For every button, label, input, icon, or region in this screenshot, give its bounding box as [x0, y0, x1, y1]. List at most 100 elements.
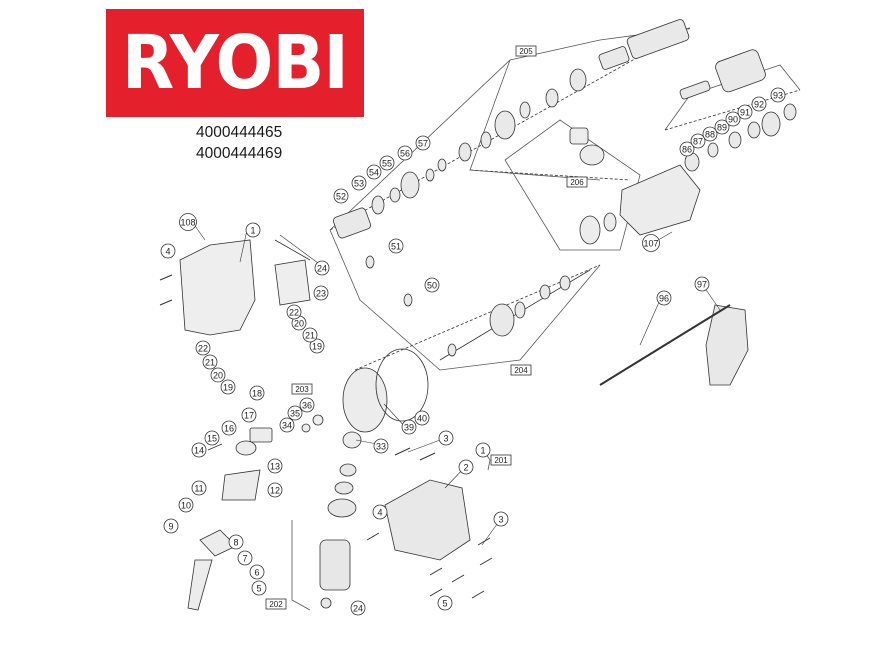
callout-52: 52	[333, 188, 349, 204]
callout-2: 2	[458, 459, 474, 475]
callout-number: 19	[312, 342, 322, 352]
callout-number: 96	[659, 294, 669, 304]
group-label-205: 205	[515, 45, 537, 57]
group-label-text: 201	[494, 456, 508, 465]
callout-number: 1	[250, 226, 255, 236]
callout-3: 3	[438, 430, 454, 446]
callout-15: 15	[204, 430, 220, 446]
callout-number: 52	[336, 192, 346, 202]
callout-number: 5	[256, 584, 261, 594]
callout-33: 33	[373, 438, 389, 454]
group-label-204: 204	[510, 364, 532, 376]
callout-number: 21	[305, 331, 315, 341]
callout-1-2: 1	[475, 442, 491, 458]
callout-number: 56	[400, 149, 410, 159]
screws	[159, 274, 493, 599]
callout-24-2: 24	[350, 600, 366, 616]
callout-3-2: 3	[493, 511, 509, 527]
callout-4-2: 4	[372, 504, 388, 520]
callout-97: 97	[694, 276, 710, 292]
callout-56: 56	[397, 145, 413, 161]
callout-8: 8	[228, 534, 244, 550]
callout-number: 3	[443, 434, 448, 444]
gear-housing	[569, 127, 701, 245]
callout-number: 53	[354, 179, 364, 189]
callout-21-2: 21	[202, 354, 218, 370]
callout-number: 7	[242, 554, 247, 564]
callout-number: 8	[233, 538, 238, 548]
callout-number: 20	[213, 371, 223, 381]
callout-number: 91	[740, 108, 750, 118]
callout-88: 88	[702, 126, 718, 142]
callout-number: 14	[194, 446, 204, 456]
diagram-artwork	[159, 19, 801, 611]
callout-9: 9	[163, 518, 179, 534]
callout-39: 39	[401, 419, 417, 435]
group-label-201: 201	[490, 454, 512, 466]
callout-90: 90	[725, 111, 741, 127]
callout-91: 91	[737, 104, 753, 120]
callout-number: 3	[498, 515, 503, 525]
callout-number: 22	[198, 344, 208, 354]
callout-number: 5	[442, 599, 447, 609]
callout-number: 40	[417, 414, 427, 424]
callout-number: 10	[181, 501, 191, 511]
callout-number: 90	[728, 115, 738, 125]
armature	[319, 463, 357, 609]
callout-number: 19	[223, 383, 233, 393]
callout-4: 4	[160, 243, 176, 259]
callout-57: 57	[415, 135, 431, 151]
callout-6: 6	[249, 564, 265, 580]
callout-number: 34	[282, 421, 292, 431]
callout-10: 10	[178, 497, 194, 513]
callout-number: 4	[165, 247, 170, 257]
callout-54: 54	[366, 164, 382, 180]
callout-number: 23	[316, 289, 326, 299]
callout-22: 22	[286, 304, 302, 320]
callout-53: 53	[351, 175, 367, 191]
callout-number: 88	[705, 130, 715, 140]
drill-bit	[599, 304, 731, 386]
callout-16: 16	[221, 420, 237, 436]
callout-number: 2	[463, 463, 468, 473]
callout-number: 33	[376, 442, 386, 452]
callout-1: 1	[245, 222, 261, 238]
callout-number: 18	[252, 389, 262, 399]
chuck-assembly	[679, 49, 797, 172]
callout-87: 87	[690, 133, 706, 149]
piston-parts	[332, 168, 435, 239]
callout-22-2: 22	[195, 340, 211, 356]
callout-5-2: 5	[437, 595, 453, 611]
group-label-203: 203	[291, 383, 313, 395]
logo-text: RYOBI	[121, 20, 349, 106]
lower-shaft-parts	[365, 255, 591, 361]
group-label-206: 206	[566, 176, 588, 188]
callout-13: 13	[267, 458, 283, 474]
callout-number: 21	[205, 358, 215, 368]
callout-20-2: 20	[210, 367, 226, 383]
ryobi-logo: RYOBI	[106, 9, 364, 117]
group-label-text: 205	[519, 47, 533, 56]
main-body	[384, 479, 471, 561]
callout-24: 24	[314, 260, 330, 276]
callout-number: 50	[427, 281, 437, 291]
callout-number: 51	[391, 242, 401, 252]
callout-51: 51	[388, 238, 404, 254]
group-label-text: 204	[514, 366, 528, 375]
callout-number: 24	[353, 604, 363, 614]
callout-35: 35	[287, 405, 303, 421]
callout-19: 19	[309, 338, 325, 354]
callout-number: 16	[224, 424, 234, 434]
callout-number: 97	[697, 280, 707, 290]
callout-107: 107	[642, 234, 660, 252]
callout-number: 55	[382, 159, 392, 169]
model-number-2: 4000444469	[196, 145, 283, 162]
callout-number: 35	[290, 409, 300, 419]
group-label-202: 202	[265, 598, 287, 610]
callout-5: 5	[251, 580, 267, 596]
callout-number: 92	[754, 100, 764, 110]
callout-number: 24	[317, 264, 327, 274]
callout-number: 20	[294, 319, 304, 329]
